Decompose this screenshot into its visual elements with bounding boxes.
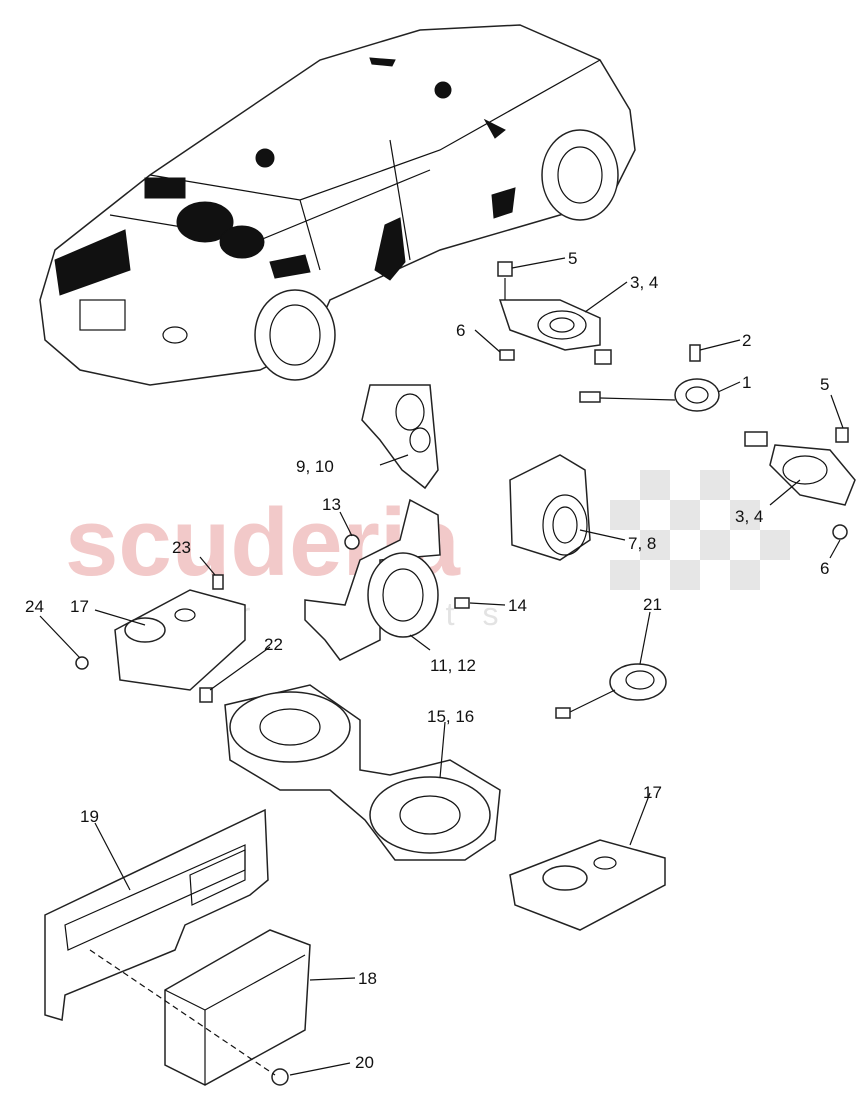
part-18 [164,929,311,1086]
part-3-4-top [497,261,612,365]
callout-6-right: 6 [820,559,829,578]
part-9-10 [361,384,439,490]
callout-13: 13 [322,495,341,514]
callout-19: 19 [80,807,99,826]
callout-21: 21 [643,595,662,614]
callouts: 5 3, 4 6 2 1 5 9, 10 13 3, 4 7, 8 6 23 2… [25,249,829,1072]
callout-20: 20 [355,1053,374,1072]
callout-2: 2 [742,331,751,350]
watermark-checker [610,470,790,590]
callout-5-top: 5 [568,249,577,268]
callout-18: 18 [358,969,377,988]
car-illustration [39,24,636,386]
part-17-right [509,839,666,931]
callout-15-16: 15, 16 [427,707,474,726]
part-15-16 [199,684,501,861]
part-11-12 [304,498,470,661]
callout-3-4-right: 3, 4 [735,507,763,526]
callout-23: 23 [172,538,191,557]
callout-22: 22 [264,635,283,654]
part-17-left [75,574,246,691]
callout-24: 24 [25,597,44,616]
leader-lines [39,257,844,1076]
part-21 [555,663,667,719]
part-19 [44,808,269,1021]
part-7-8 [509,454,591,561]
callout-14: 14 [508,596,527,615]
part-1-speaker [579,344,720,412]
part-3-4-right [744,427,856,540]
callout-1: 1 [742,373,751,392]
callout-17-left: 17 [70,597,89,616]
callout-5-right: 5 [820,375,829,394]
callout-7-8: 7, 8 [628,534,656,553]
callout-6-top: 6 [456,321,465,340]
callout-17-right: 17 [643,783,662,802]
callout-9-10: 9, 10 [296,457,334,476]
callout-11-12: 11, 12 [430,656,476,675]
callout-3-4-top: 3, 4 [630,273,658,292]
